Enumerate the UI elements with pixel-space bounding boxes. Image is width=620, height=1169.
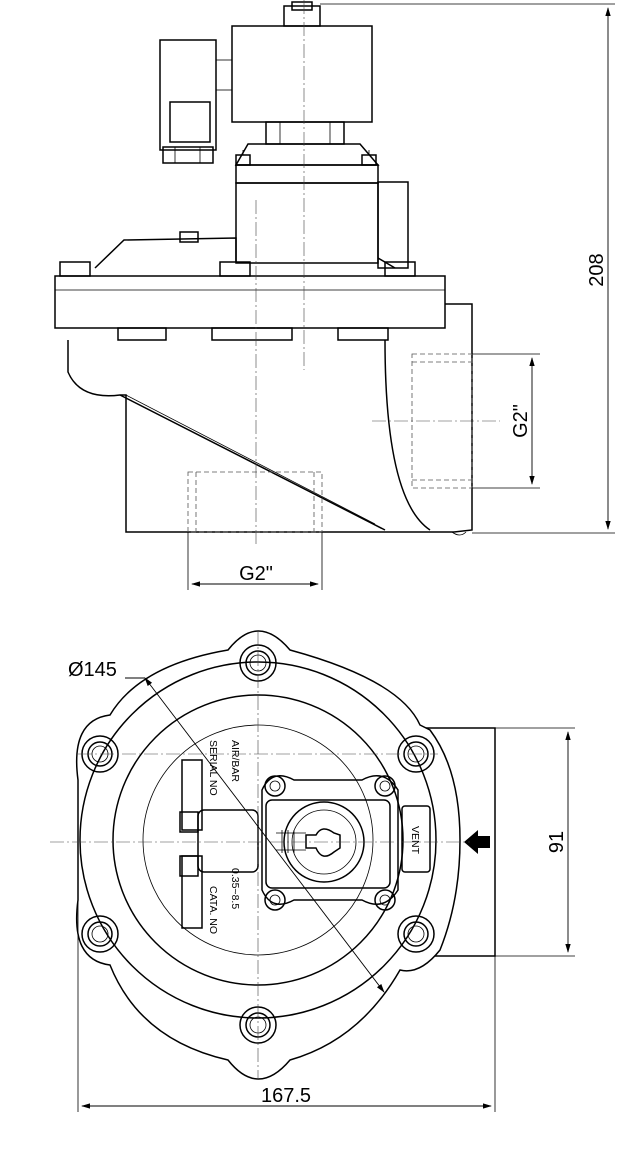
bottom-thread-label: G2": [239, 563, 273, 585]
flow-arrow-icon: [464, 830, 490, 854]
top-flange: [54, 261, 446, 341]
air-bar-label: AIR/BAR: [229, 740, 241, 782]
height-dimension: 208: [320, 3, 615, 534]
diameter-dimension: Ø145: [68, 659, 385, 993]
overall-width-dimension: 167.5: [77, 900, 496, 1112]
coil-connector: [159, 39, 232, 164]
hidden-threads: [187, 353, 473, 533]
pressure-range-label: 0.35~8.5: [229, 868, 241, 909]
inlet-height-label: 91: [546, 831, 568, 853]
pilot-body: [94, 181, 409, 269]
cata-no-label: CATA. NO: [207, 886, 219, 934]
height-label: 208: [586, 253, 608, 286]
side-thread-label: G2": [510, 404, 532, 438]
solenoid-coil: [231, 1, 380, 184]
side-thread-dimension: G2": [472, 353, 540, 489]
valve-body: [67, 303, 473, 536]
plan-view: VENT AIR/BAR SERIAL NO 0.35~8.5 CATA. NO…: [50, 630, 575, 1112]
diameter-label: Ø145: [68, 659, 117, 681]
side-view: 208 G2" G2": [54, 0, 615, 590]
inlet-height-dimension: 91: [495, 727, 575, 957]
bottom-thread-dimension: G2": [187, 532, 323, 590]
vent-box: VENT: [401, 805, 431, 873]
overall-width-label: 167.5: [261, 1085, 311, 1107]
vent-label: VENT: [409, 826, 421, 855]
